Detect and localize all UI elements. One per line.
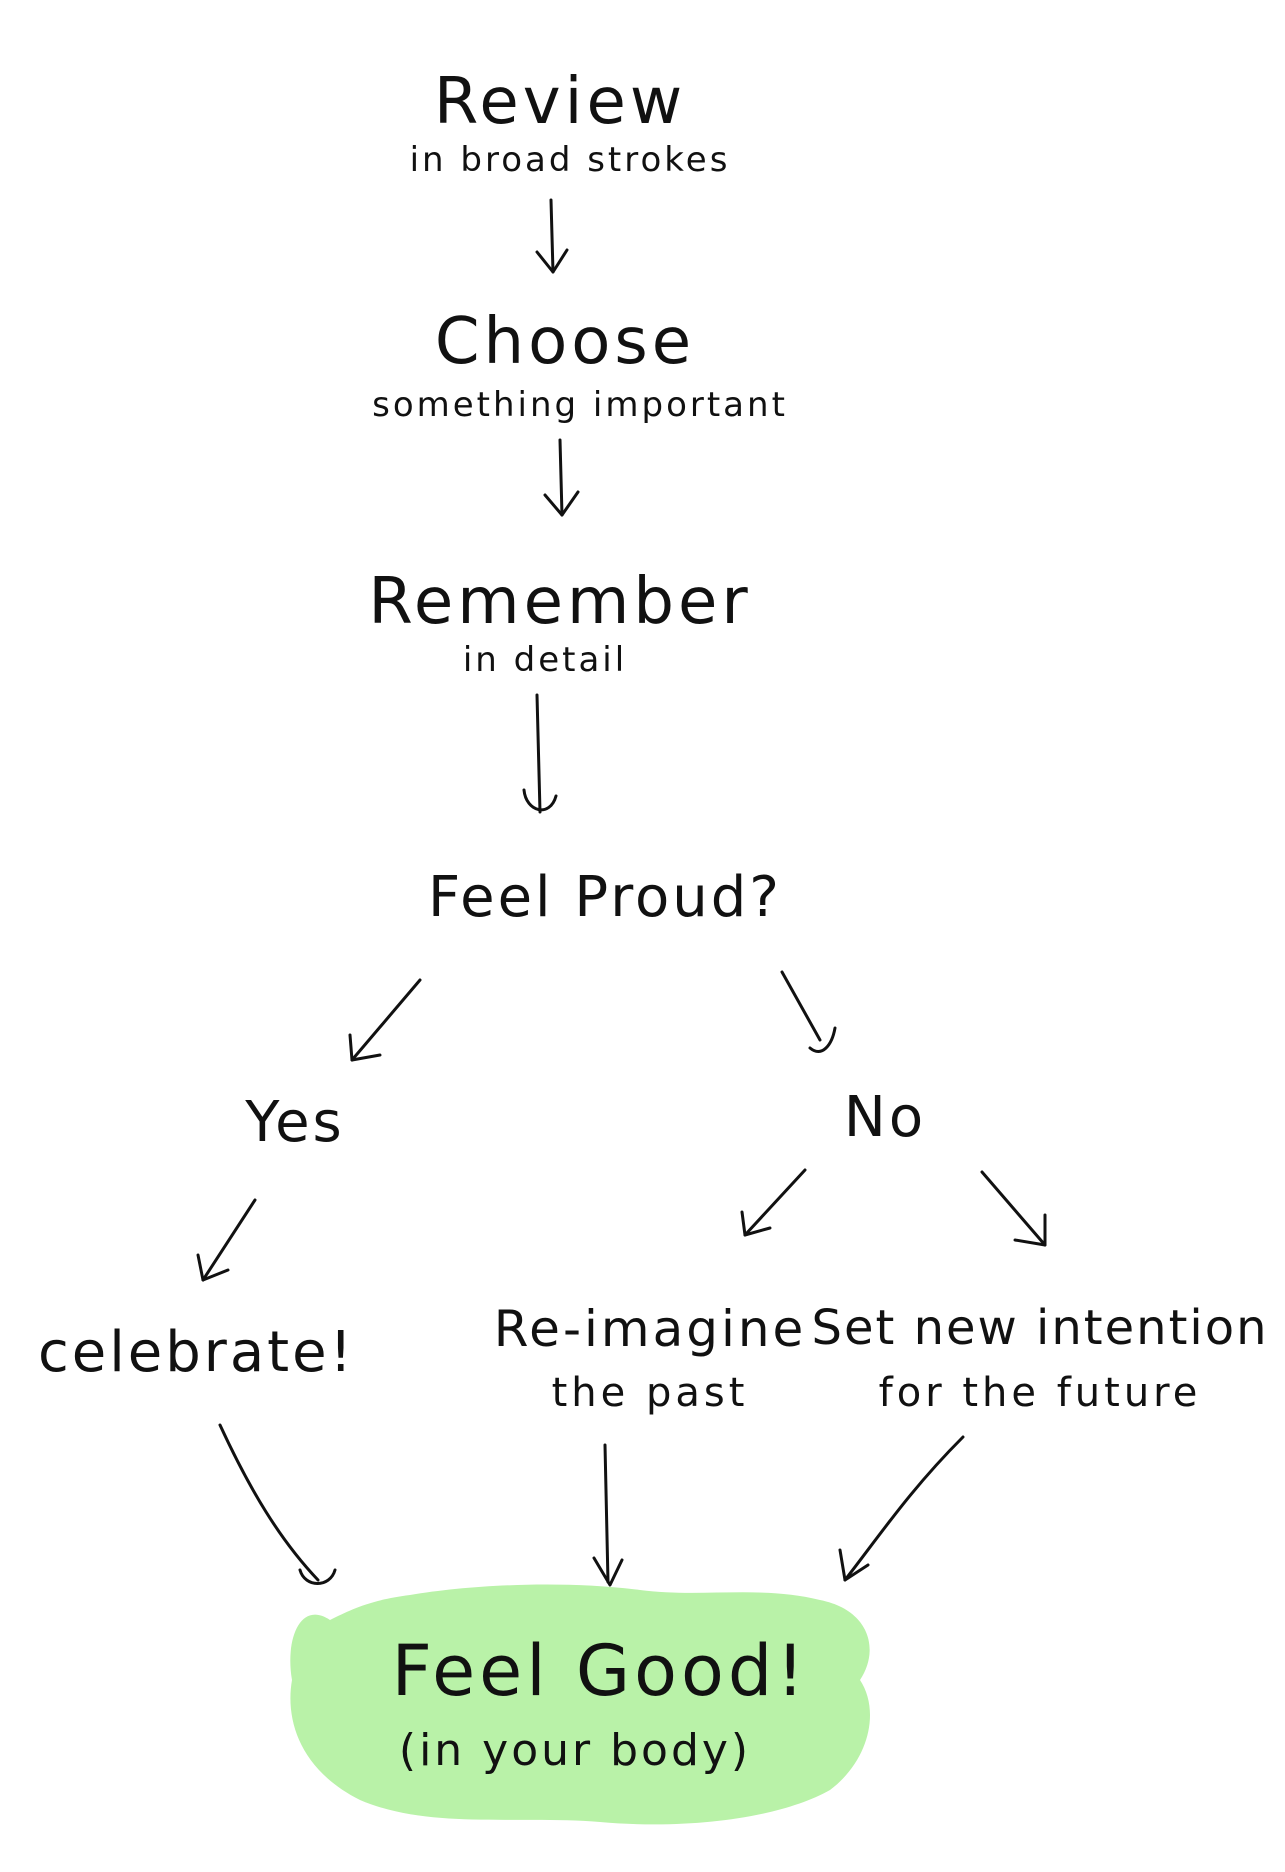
node-review-subtitle: in broad strokes — [409, 140, 731, 180]
outcome-highlight — [290, 1584, 870, 1825]
node-feel-good-subtitle: (in your body) — [398, 1725, 752, 1776]
node-intention-subtitle: for the future — [878, 1370, 1202, 1416]
node-feel-proud: Feel Proud? — [427, 865, 783, 930]
arrow-choose-remember — [543, 438, 580, 517]
node-reimagine-title: Re-imagine — [493, 1300, 807, 1358]
arrow-remember-proud — [522, 693, 558, 814]
node-remember-subtitle: in detail — [462, 640, 628, 680]
arrow-proud-no — [780, 970, 837, 1053]
node-choose-subtitle: something important — [372, 385, 788, 425]
node-remember-title: Remember — [368, 565, 752, 639]
arrow-no-reimagine — [740, 1168, 807, 1237]
arrow-review-choose — [535, 198, 569, 274]
node-no: No — [843, 1085, 927, 1150]
node-feel-good-title: Feel Good! — [391, 1630, 809, 1712]
node-celebrate: celebrate! — [38, 1320, 355, 1385]
arrow-yes-celebrate — [196, 1198, 257, 1282]
node-yes: Yes — [245, 1090, 345, 1155]
arrow-proud-yes — [348, 978, 422, 1062]
arrow-celebrate-good — [218, 1423, 337, 1585]
node-reimagine-subtitle: the past — [551, 1370, 749, 1416]
node-intention-title: Set new intention — [811, 1300, 1269, 1356]
node-choose-title: Choose — [434, 305, 696, 379]
arrow-no-intention — [980, 1170, 1047, 1247]
arrow-intention-good — [838, 1435, 965, 1582]
node-review-title: Review — [433, 65, 687, 139]
arrow-reimagine-good — [592, 1443, 624, 1587]
